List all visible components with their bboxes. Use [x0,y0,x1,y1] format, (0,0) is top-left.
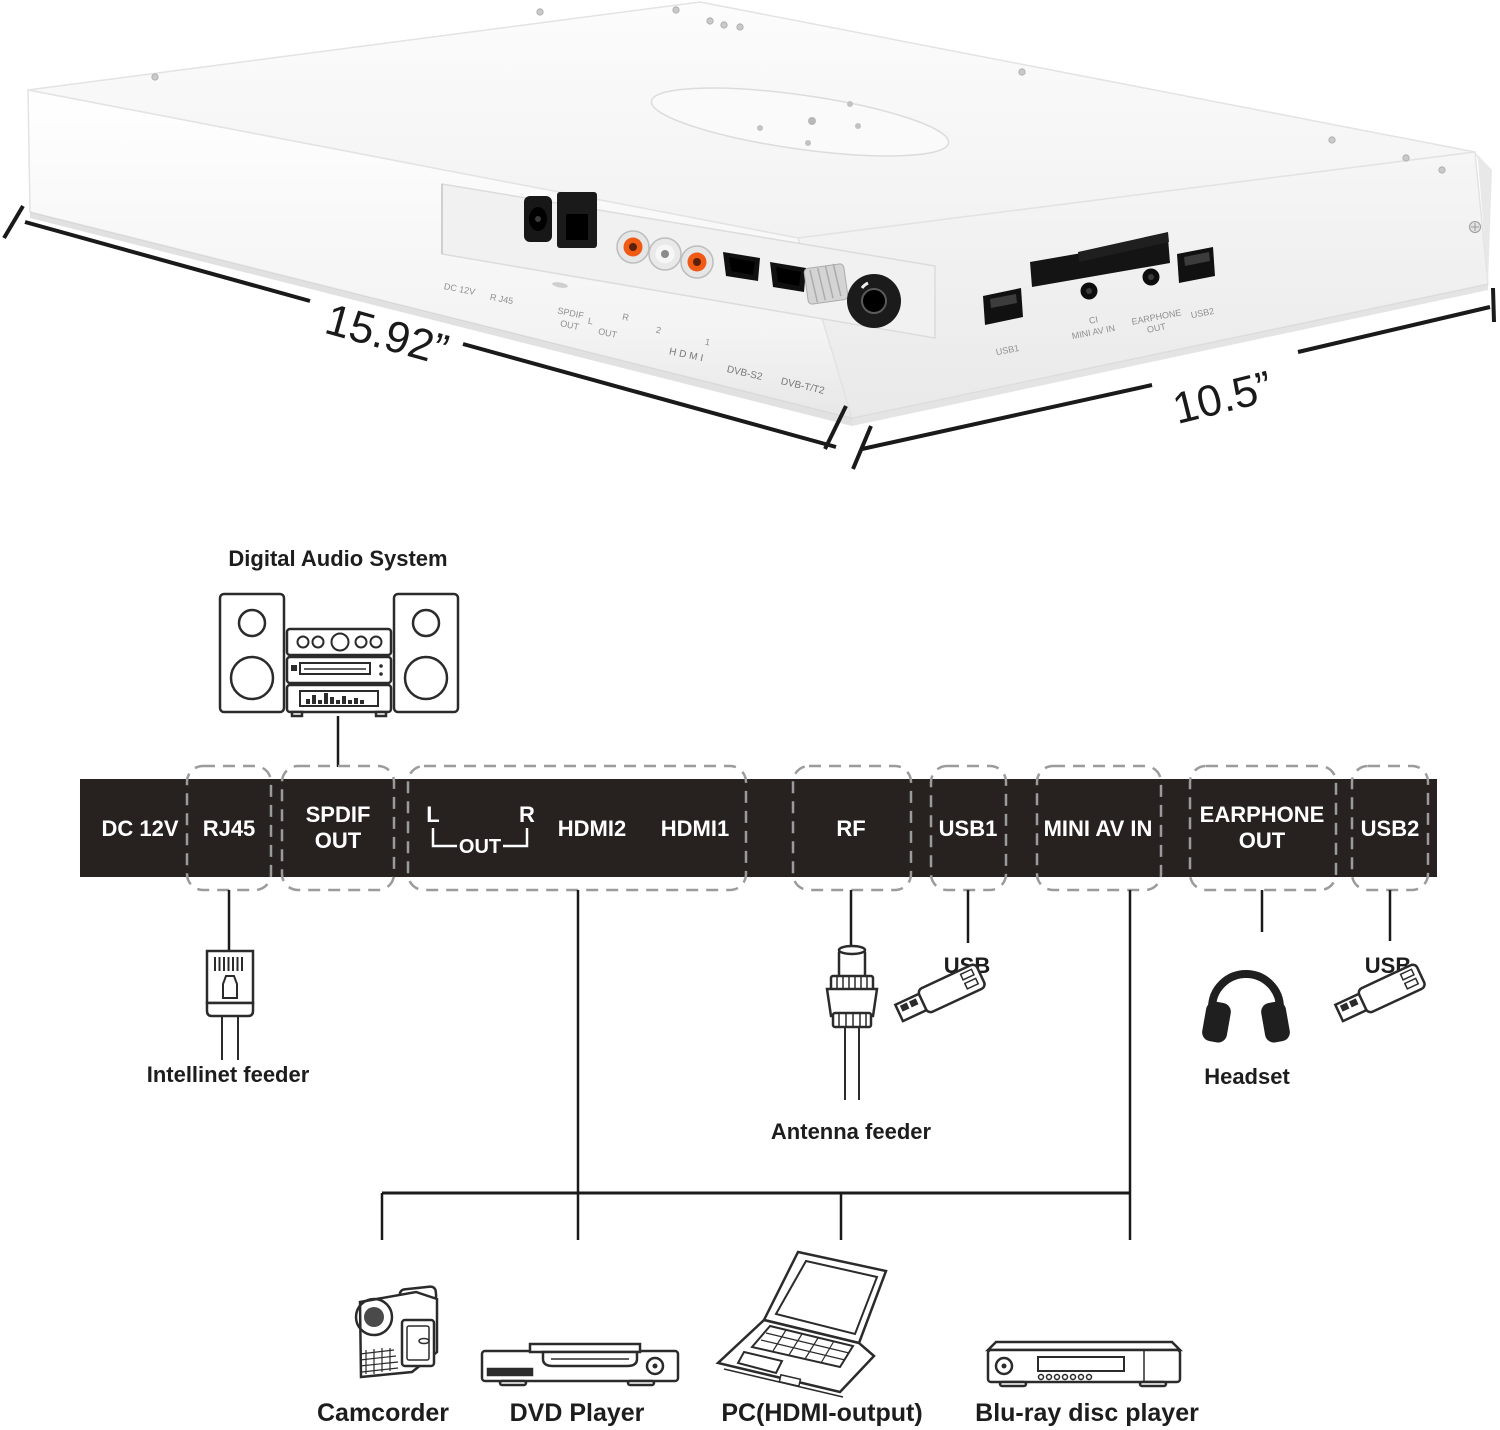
rear-label-rj45: R J45 [489,292,514,306]
rear-label-hdmi2-num: 2 [655,325,662,336]
bar-label-ear1: EARPHONE [1200,802,1325,827]
screw-icons [151,6,1446,174]
camcorder-label: Camcorder [317,1399,449,1427]
earphone-jack [1142,268,1160,286]
bluray-label: Blu-ray disc player [975,1399,1199,1427]
bar-label-r: R [519,802,535,827]
bar-label-rf: RF [836,816,865,841]
bar-label-hdmi2: HDMI2 [558,816,626,841]
bar-label-l: L [426,802,439,827]
rear-panel-bar [80,779,1437,877]
bar-label-usb2: USB2 [1361,816,1420,841]
depth-dimension-label: 10.5” [1168,362,1277,434]
usb-stick-a-icon [893,963,986,1023]
connector-lines [227,890,1392,1240]
dashbox-rj45 [185,764,273,892]
ci-card-slot [1030,232,1170,287]
side-screw-icon [1469,221,1481,233]
mini-av-jack [1080,282,1098,300]
dc-power-jack [524,196,552,242]
intellinet-feeder-label: Intellinet feeder [147,1062,310,1087]
rear-label-usb2: USB2 [1190,306,1215,320]
antenna-feeder-icon [825,944,879,1100]
bar-label-dc12v: DC 12V [101,816,178,841]
rear-label-l: L [587,316,594,327]
device-right-edge [1475,152,1492,284]
dvd-player-icon [480,1342,680,1387]
audio-system-title: Digital Audio System [228,546,447,571]
rear-panel-labels-right: USB1 CI MINI AV IN EARPHONE OUT USB2 [995,306,1215,357]
bar-label-ear2: OUT [1239,828,1286,853]
rj45-plug-icon [205,949,255,1060]
pc-laptop-icon [715,1250,888,1398]
usb2-port [1177,247,1215,283]
bar-label-spdif1: SPDIF [306,802,371,827]
dashbox-spdif [280,764,396,892]
rear-label-ear2: OUT [1146,321,1167,335]
pc-label: PC(HDMI-output) [721,1399,922,1427]
bar-label-miniav: MINI AV IN [1044,816,1153,841]
rear-label-out: OUT [597,326,618,340]
camcorder-icon [354,1285,439,1379]
device-photo: DC 12V R J45 SPDIF OUT L OUT R 2 1 HDMI … [27,1,1492,426]
bar-label-hdmi1: HDMI1 [661,816,729,841]
dashbox-earphone [1188,764,1338,892]
reset-slot [552,282,568,288]
bar-labels: DC 12V RJ45 SPDIF OUT L R OUT HDMI2 HDMI… [101,802,1419,858]
headset-label: Headset [1204,1064,1290,1089]
rj45-port [557,192,597,248]
device-bottom-shadow-right [852,284,1488,426]
dvd-player-label: DVD Player [510,1399,645,1427]
stand-mount-circle [650,87,950,157]
usb-stick-b-icon [1333,963,1426,1023]
hdmi-ports [723,252,806,292]
device-bottom-shadow-left [30,212,852,426]
rear-label-hdmi1-num: 1 [704,337,711,348]
bluray-player-icon [984,1340,1184,1388]
antenna-feeder-label: Antenna feeder [771,1119,932,1144]
lr-bracket-lines [431,828,529,848]
bar-label-spdif2: OUT [315,828,362,853]
rear-label-ci: CI [1088,314,1099,326]
usb1-port [983,288,1023,325]
rear-label-spdif2: OUT [559,318,580,332]
headset-icon [1202,970,1290,1043]
bar-label-rj45: RJ45 [203,816,256,841]
rca-jacks [616,230,714,279]
audio-system-icon [218,592,460,718]
rear-label-usb1: USB1 [995,343,1020,357]
bar-label-out: OUT [459,836,501,858]
rf-antenna-connector [803,263,901,328]
rear-label-r: R [621,311,630,322]
dashbox-miniav [1035,764,1163,892]
bar-label-usb1: USB1 [939,816,998,841]
connection-diagram: Digital Audio System [80,546,1437,1427]
